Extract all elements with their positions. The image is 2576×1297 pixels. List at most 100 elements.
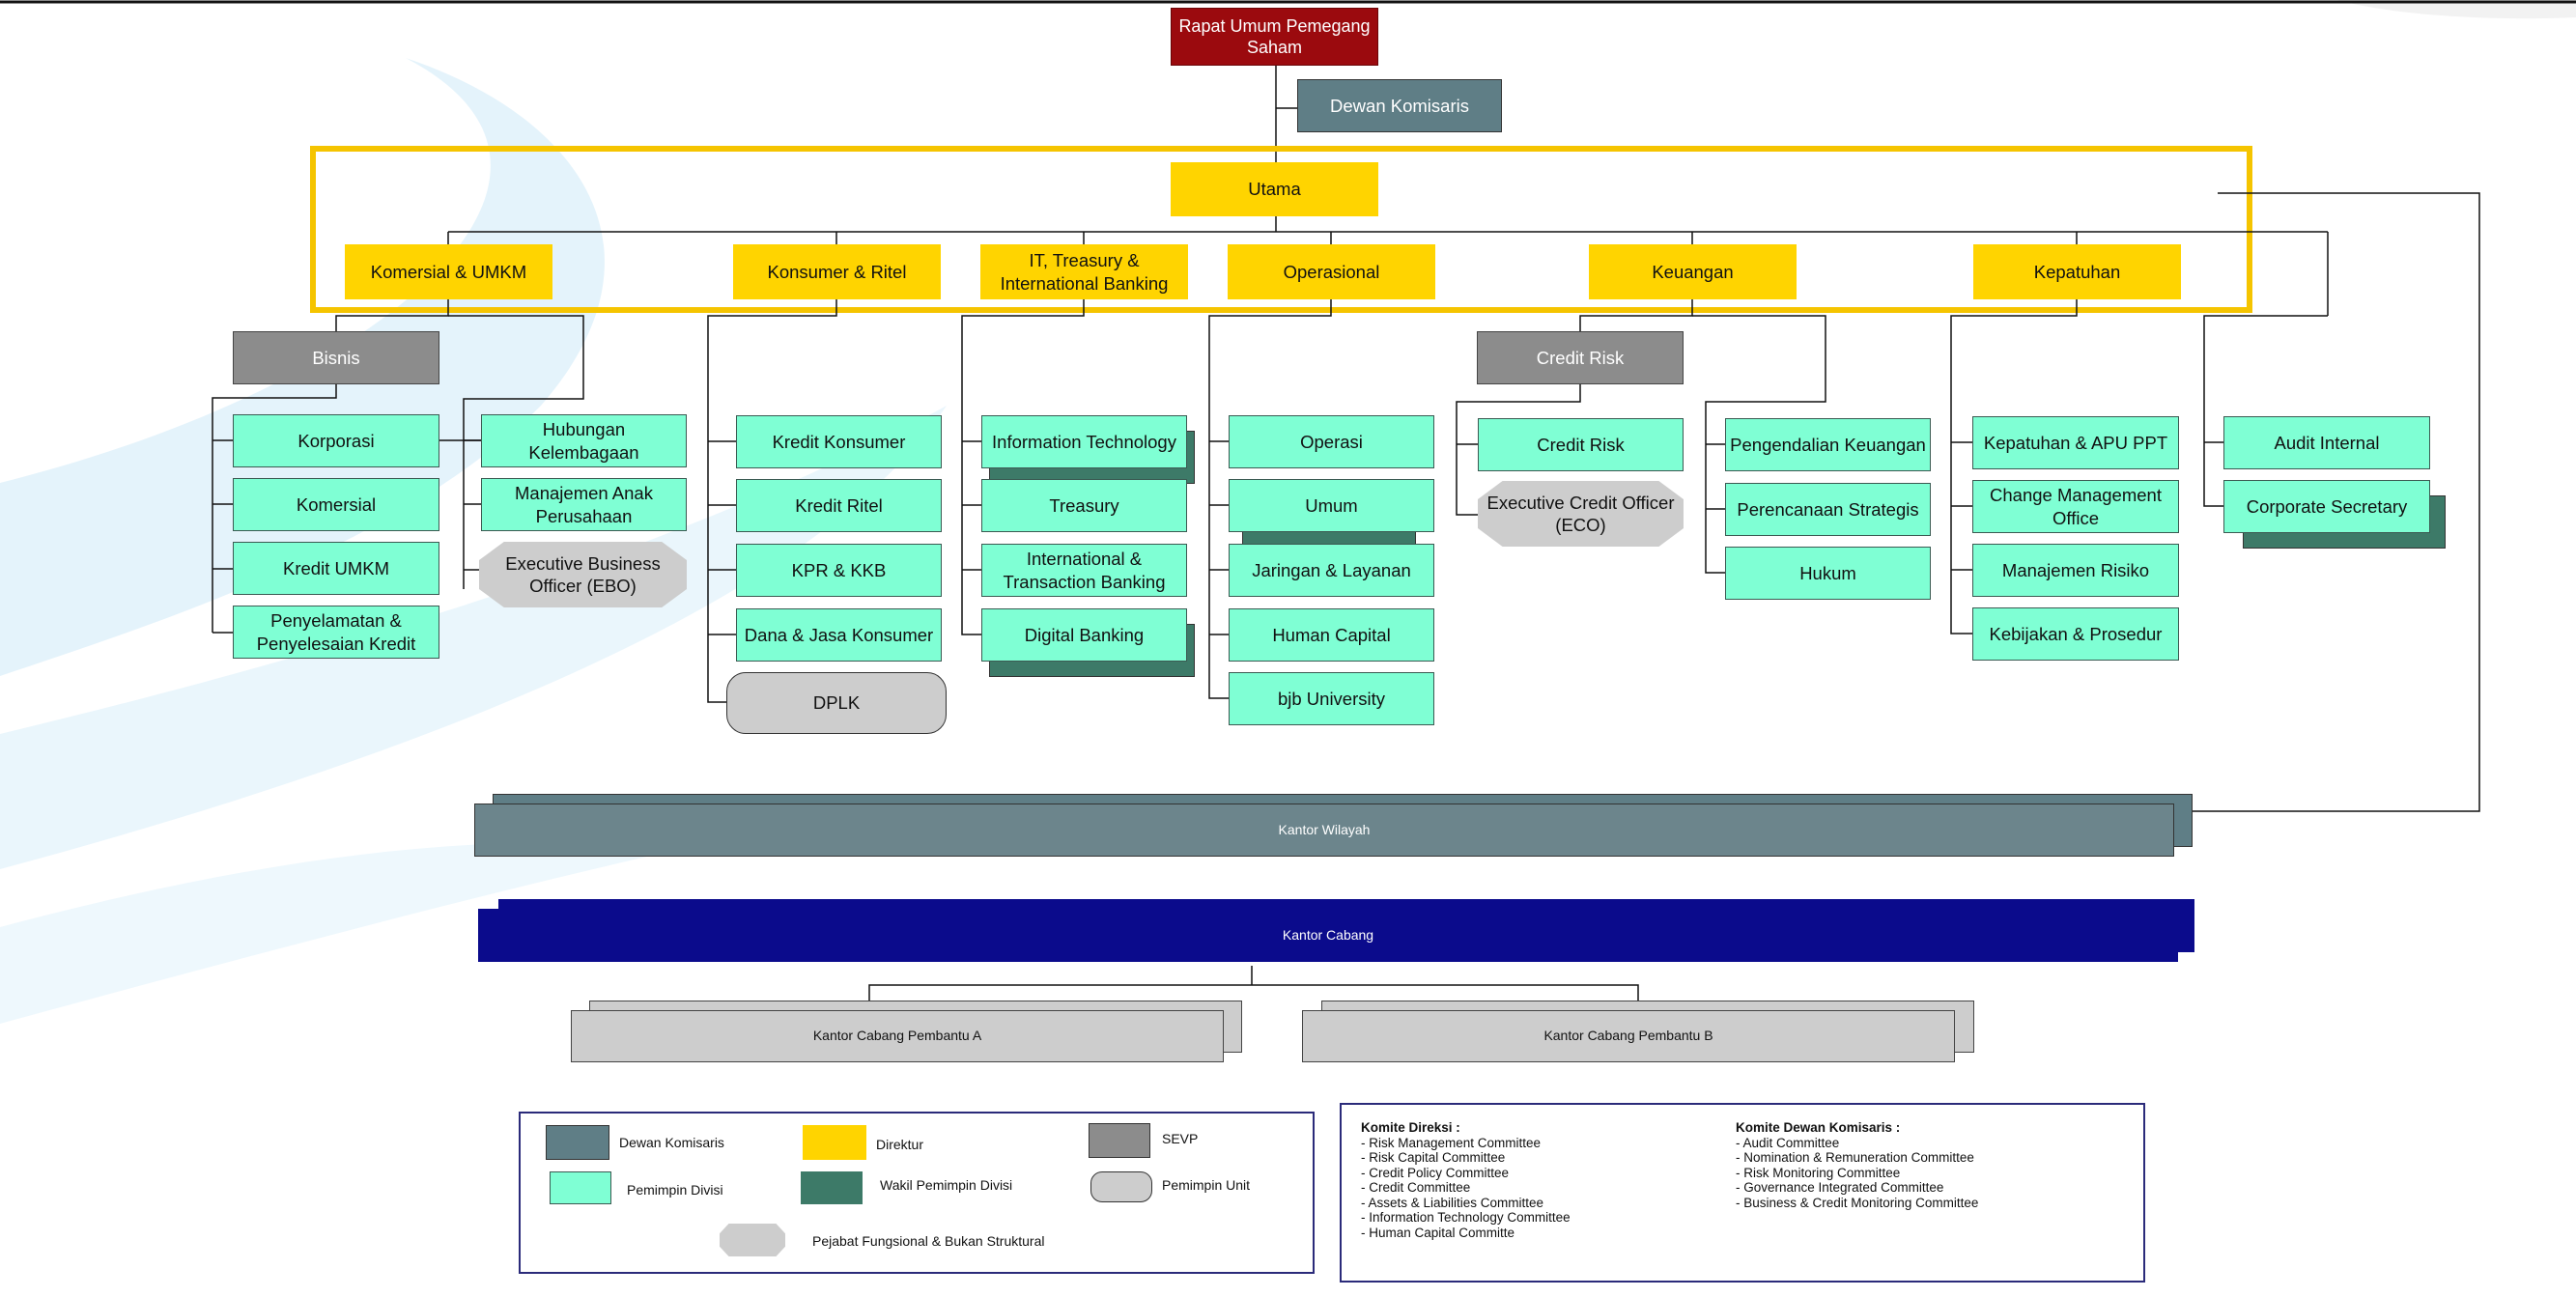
divisi-label: Jaringan & Layanan <box>1252 559 1411 580</box>
komite-box: Komite Direksi : - Risk Management Commi… <box>1340 1103 2145 1283</box>
divisi-label: Hubungan Kelembagaan <box>528 419 639 463</box>
kantor-cabang-pembantu-b: Kantor Cabang Pembantu B <box>1302 1010 1955 1062</box>
komite-dewan-item: - Nomination & Remuneration Committee <box>1736 1150 1974 1165</box>
direktur-komersial-umkm: Komersial & UMKM <box>345 244 552 299</box>
kantor-cabang-label: Kantor Cabang <box>1282 926 1374 943</box>
legend-swatch-wakil-pemimpin-divisi <box>801 1171 863 1204</box>
direktur-utama-box: Utama <box>1171 162 1378 216</box>
komite-direksi-item: - Human Capital Committe <box>1361 1225 1515 1240</box>
direktur-utama-label: Utama <box>1248 179 1301 200</box>
unit-eco: Executive Credit Officer (ECO) <box>1478 481 1684 547</box>
divisi-manajemen-risiko: Manajemen Risiko <box>1972 544 2179 597</box>
komite-dewan-item: - Governance Integrated Committee <box>1736 1180 1944 1195</box>
komite-direksi-item: - Risk Capital Committee <box>1361 1150 1506 1165</box>
divisi-label: Credit Risk <box>1537 434 1625 455</box>
legend-swatch-pejabat <box>720 1224 785 1256</box>
sevp-label: Credit Risk <box>1536 347 1625 368</box>
divisi-dana-jasa: Dana & Jasa Konsumer <box>736 608 942 662</box>
komite-dewan-list: Komite Dewan Komisaris : - Audit Committ… <box>1736 1120 1978 1210</box>
legend-label-sevp: SEVP <box>1162 1131 1199 1146</box>
divisi-label: Change Management Office <box>1990 485 2162 528</box>
unit-label: DPLK <box>812 692 861 714</box>
kantor-wilayah-label: Kantor Wilayah <box>1278 821 1371 837</box>
unit-label: Executive Credit Officer (ECO) <box>1486 492 1675 535</box>
divisi-treasury: Treasury <box>981 479 1187 532</box>
direktur-label: Konsumer & Ritel <box>767 261 907 282</box>
kantor-cabang-pembantu-a: Kantor Cabang Pembantu A <box>571 1010 1224 1062</box>
unit-label: Executive Business Officer (EBO) <box>505 552 661 596</box>
divisi-label: Manajemen Risiko <box>2001 559 2150 580</box>
legend-box: Dewan Komisaris Direktur SEVP Pemimpin D… <box>519 1112 1315 1274</box>
direktur-kepatuhan: Kepatuhan <box>1973 244 2181 299</box>
divisi-kredit-konsumer: Kredit Konsumer <box>736 415 942 468</box>
divisi-komersial: Komersial <box>233 478 439 531</box>
divisi-label: International & Transaction Banking <box>1003 549 1166 592</box>
divisi-label: Kebijakan & Prosedur <box>1989 623 2163 644</box>
direktur-operasional: Operasional <box>1228 244 1435 299</box>
dewan-komisaris-label: Dewan Komisaris <box>1330 95 1469 116</box>
komite-direksi-item: - Risk Management Committee <box>1361 1135 1542 1150</box>
direktur-label: Komersial & UMKM <box>370 261 527 282</box>
divisi-bjb-university: bjb University <box>1229 672 1434 725</box>
legend-swatch-direktur <box>803 1125 866 1160</box>
divisi-label: Perencanaan Strategis <box>1737 498 1919 520</box>
divisi-penyelamatan: Penyelamatan & Penyelesaian Kredit <box>233 606 439 659</box>
divisi-label: Komersial <box>296 493 377 515</box>
divisi-operasi: Operasi <box>1229 415 1434 468</box>
legend-swatch-dewan-komisaris <box>546 1125 609 1160</box>
direktur-label: Operasional <box>1283 261 1380 282</box>
divisi-label: Treasury <box>1049 494 1119 516</box>
divisi-corporate-secretary: Corporate Secretary <box>2223 480 2430 533</box>
divisi-jaringan-layanan: Jaringan & Layanan <box>1229 544 1434 597</box>
divisi-hubungan-kelembagaan: Hubungan Kelembagaan <box>481 414 687 467</box>
kcp-b-label: Kantor Cabang Pembantu B <box>1543 1028 1713 1044</box>
legend-label-wakil-pemimpin-divisi: Wakil Pemimpin Divisi <box>880 1177 1013 1193</box>
sevp-credit-risk: Credit Risk <box>1477 331 1684 384</box>
divisi-label: Hukum <box>1799 562 1856 583</box>
komite-direksi-item: - Credit Policy Committee <box>1361 1165 1510 1180</box>
sevp-bisnis: Bisnis <box>233 331 439 384</box>
divisi-change-management: Change Management Office <box>1972 480 2179 533</box>
divisi-label: Operasi <box>1300 431 1363 452</box>
divisi-label: Human Capital <box>1272 624 1391 645</box>
divisi-kpr-kkb: KPR & KKB <box>736 544 942 597</box>
divisi-kredit-ritel: Kredit Ritel <box>736 479 942 532</box>
sevp-label: Bisnis <box>312 347 360 368</box>
kcp-a-label: Kantor Cabang Pembantu A <box>812 1028 982 1044</box>
divisi-label: Corporate Secretary <box>2246 495 2408 517</box>
divisi-human-capital: Human Capital <box>1229 608 1434 662</box>
divisi-label: Audit Internal <box>2274 432 2380 453</box>
divisi-manajemen-anak: Manajemen Anak Perusahaan <box>481 478 687 531</box>
legend-label-pemimpin-divisi: Pemimpin Divisi <box>627 1182 723 1198</box>
divisi-pengendalian-keuangan: Pengendalian Keuangan <box>1725 418 1931 471</box>
divisi-kebijakan-prosedur: Kebijakan & Prosedur <box>1972 607 2179 661</box>
unit-ebo: Executive Business Officer (EBO) <box>479 542 687 607</box>
divisi-international: International & Transaction Banking <box>981 544 1187 597</box>
divisi-label: KPR & KKB <box>791 559 887 580</box>
unit-dplk: DPLK <box>726 672 947 734</box>
legend-swatch-sevp <box>1089 1123 1150 1158</box>
divisi-perencanaan-strategis: Perencanaan Strategis <box>1725 483 1931 536</box>
divisi-label: bjb University <box>1277 688 1386 709</box>
rups-box: Rapat Umum Pemegang Saham <box>1171 8 1378 66</box>
divisi-label: Kredit Ritel <box>795 494 883 516</box>
komite-direksi-item: - Information Technology Committee <box>1361 1210 1571 1225</box>
direktur-label: IT, Treasury & International Banking <box>1000 250 1169 294</box>
divisi-label: Kredit Konsumer <box>772 431 906 452</box>
divisi-label: Penyelamatan & Penyelesaian Kredit <box>256 610 416 654</box>
legend-swatch-pemimpin-unit <box>1090 1171 1152 1202</box>
divisi-label: Kepatuhan & APU PPT <box>1983 432 2168 453</box>
divisi-label: Digital Banking <box>1024 624 1145 645</box>
komite-direksi-title: Komite Direksi : <box>1361 1120 1460 1135</box>
divisi-label: Dana & Jasa Konsumer <box>744 624 934 645</box>
divisi-digital-banking: Digital Banking <box>981 608 1187 662</box>
dewan-komisaris-box: Dewan Komisaris <box>1297 79 1502 132</box>
legend-swatch-pemimpin-divisi <box>550 1171 611 1204</box>
divisi-kepatuhan-apu: Kepatuhan & APU PPT <box>1972 416 2179 469</box>
divisi-hukum: Hukum <box>1725 547 1931 600</box>
divisi-umum: Umum <box>1229 479 1434 532</box>
komite-direksi-item: - Credit Committee <box>1361 1180 1471 1195</box>
direktur-konsumer-ritel: Konsumer & Ritel <box>733 244 941 299</box>
